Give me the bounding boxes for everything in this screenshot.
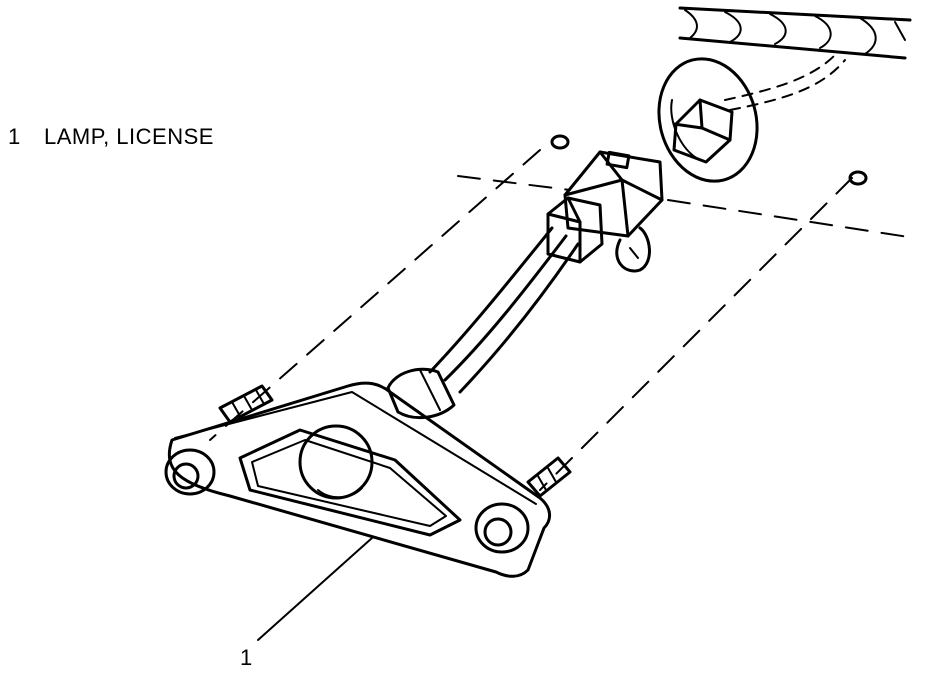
body-panel [678,6,912,60]
screw-left [218,384,274,424]
body-connector [672,98,734,164]
wire-harness [428,226,580,394]
lamp-connector [546,150,664,273]
lamp-housing [164,367,551,578]
screw-hole-left [550,134,570,150]
legend-number: 1 [8,124,21,149]
grommet [657,57,759,183]
screw-hole-right [848,170,868,186]
callout-leader [257,537,373,641]
callout-number: 1 [240,645,253,670]
legend-label: LAMP, LICENSE [44,124,214,149]
screw-right [526,456,572,498]
harness-dashed [724,54,846,111]
legend: 1 LAMP, LICENSE [8,124,214,150]
